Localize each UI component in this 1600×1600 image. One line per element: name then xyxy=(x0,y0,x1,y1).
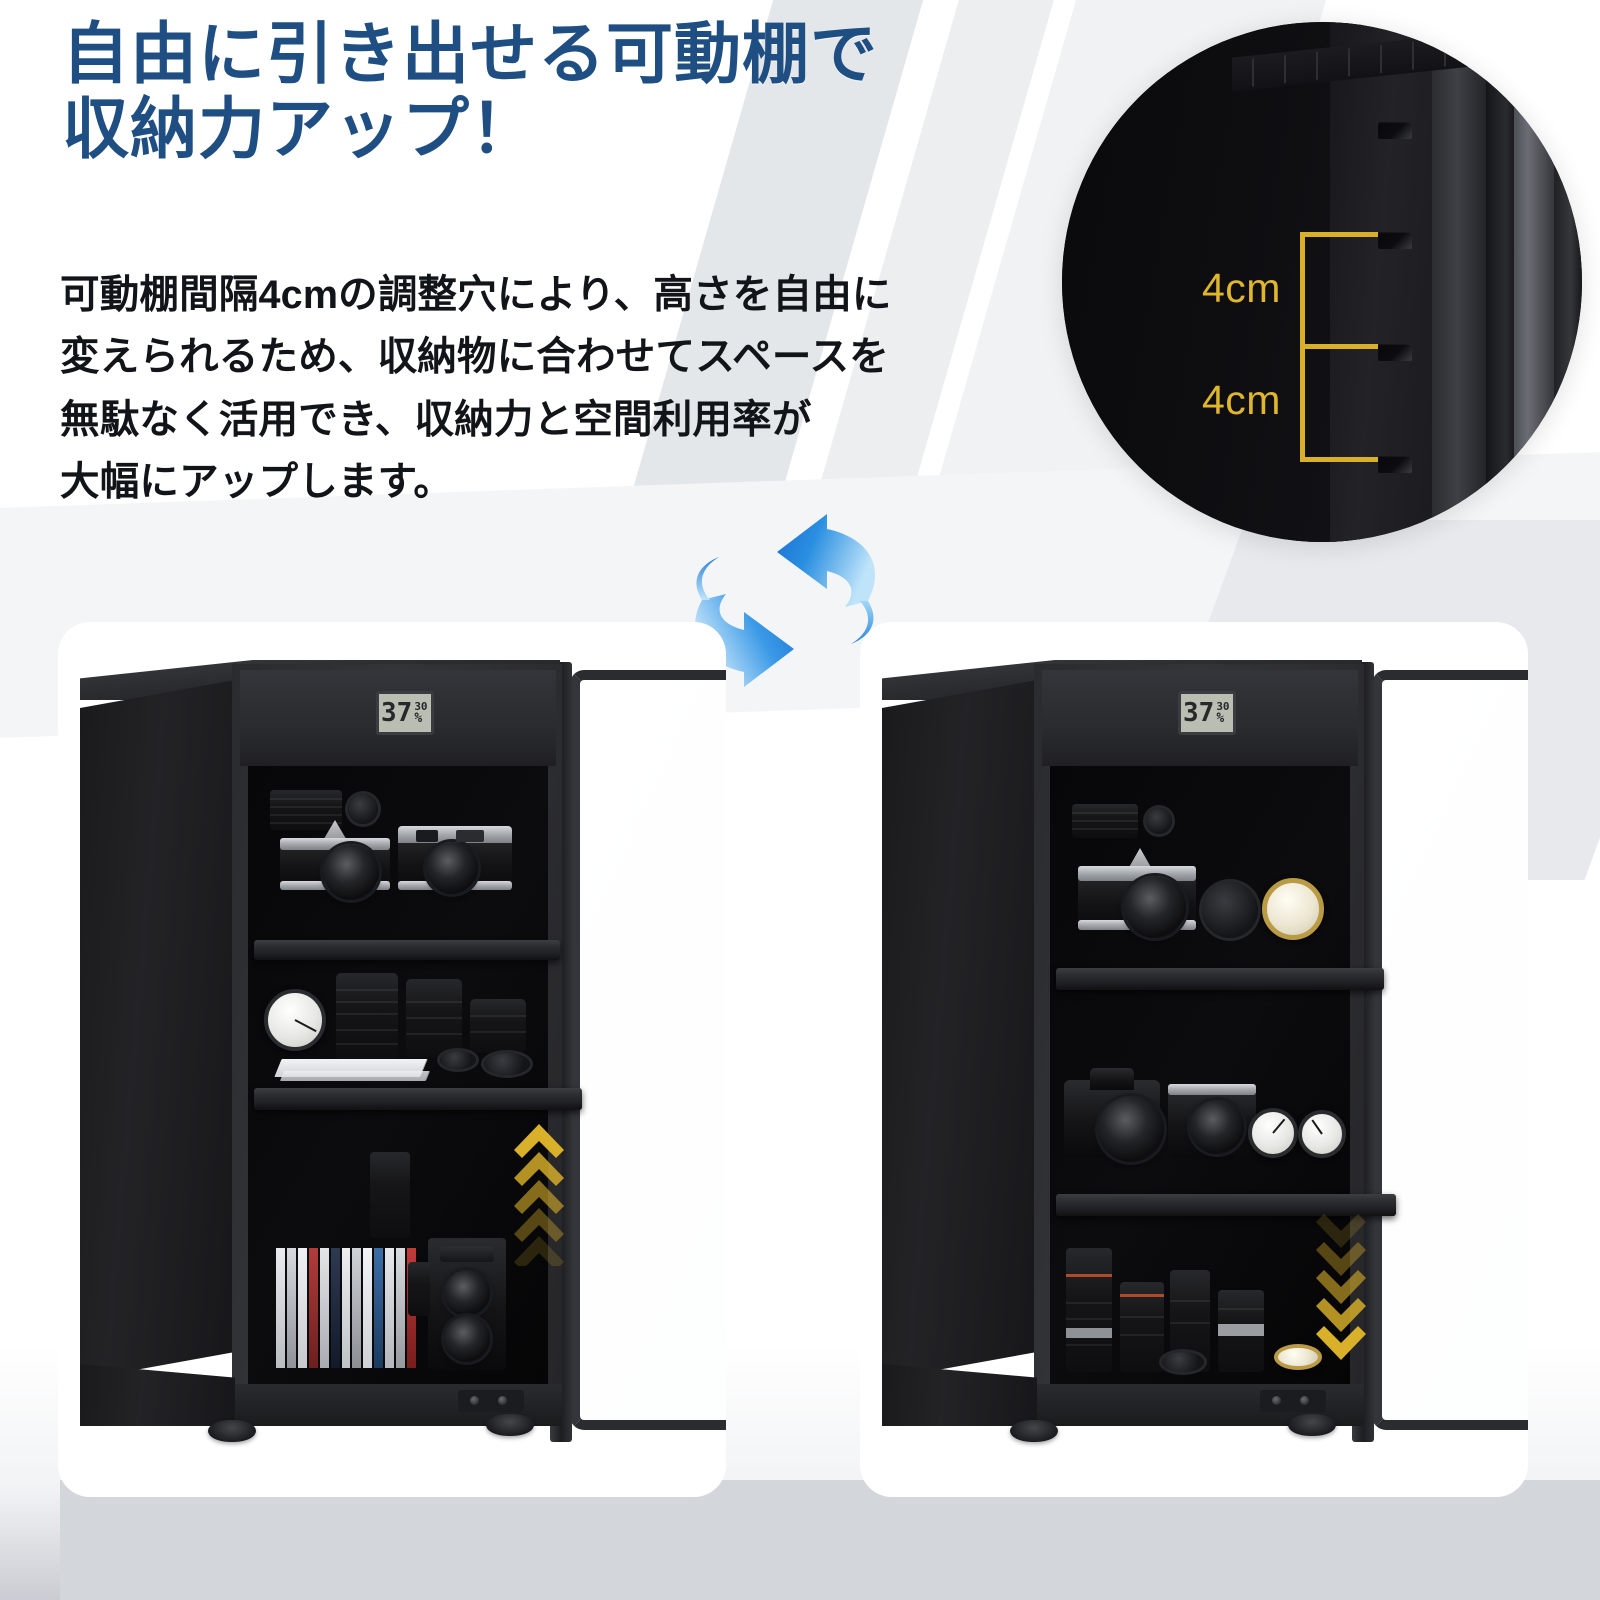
humidity-unit: % xyxy=(414,711,423,726)
chevron-up-indicator xyxy=(510,1114,568,1270)
humidity-unit: % xyxy=(1216,711,1225,726)
shelf-contents-top xyxy=(1050,800,1350,968)
humidity-value: 37 xyxy=(381,698,413,728)
cabinet-side-panel xyxy=(882,680,1037,1380)
desk-clock xyxy=(1262,878,1324,940)
shelf-contents-top xyxy=(248,782,548,942)
pullout-shelf-top[interactable] xyxy=(1056,968,1384,990)
leveling-foot xyxy=(208,1420,256,1442)
swap-arrows-icon xyxy=(655,505,915,695)
measure-label-bottom: 4cm xyxy=(1202,377,1281,423)
measurement-bracket xyxy=(1062,22,1582,542)
glass-door xyxy=(1372,670,1528,1430)
headline-line-2: 収納力アップ！ xyxy=(62,93,538,168)
product-photo-card-narrow: 37 30 % xyxy=(58,622,726,1497)
adjustment-hole xyxy=(1378,122,1412,139)
shelf-contents-bottom xyxy=(248,1142,548,1384)
hygrometer-lcd: 37 30 % xyxy=(1181,694,1233,732)
leveling-foot xyxy=(486,1414,534,1436)
lens-cap-gold xyxy=(1274,1344,1322,1370)
headline-line-1: 自由に引き出せる可動棚で xyxy=(62,18,878,92)
door-latch xyxy=(458,1390,524,1412)
adjustment-hole xyxy=(1378,232,1412,249)
desk-clock xyxy=(1248,1108,1298,1158)
adjustment-hole xyxy=(1378,456,1412,473)
measure-label-top: 4cm xyxy=(1202,265,1281,311)
hygrometer-gauge xyxy=(264,989,326,1051)
door-latch xyxy=(1260,1390,1326,1412)
shelf-hole-closeup-photo: 4cm 4cm xyxy=(1062,22,1582,542)
hygrometer-display: 37 30 % xyxy=(376,691,434,735)
adjustment-hole xyxy=(1378,344,1412,361)
shelf-contents-middle xyxy=(248,967,548,1092)
temperature-value: 30 xyxy=(414,700,428,713)
pullout-shelf-top[interactable] xyxy=(254,940,560,960)
leveling-foot xyxy=(1010,1420,1058,1442)
hygrometer-display: 37 30 % xyxy=(1178,691,1236,735)
shelf-contents-bottom xyxy=(1050,1234,1350,1384)
temperature-value: 30 xyxy=(1216,700,1230,713)
shelf-contents-middle xyxy=(1050,1052,1350,1200)
disc-case xyxy=(279,1071,431,1081)
pullout-shelf-middle[interactable] xyxy=(254,1088,582,1110)
desk-clock xyxy=(1298,1110,1346,1158)
product-photo-card-wide: 37 30 % xyxy=(860,622,1528,1497)
cabinet-base-side xyxy=(80,1364,235,1426)
description-line-1: 可動棚間隔4cmの調整穴により、高さを自由に xyxy=(60,273,892,317)
description-line-3: 無駄なく活用でき、収納力と空間利用率が xyxy=(60,397,812,442)
hygrometer-lcd: 37 30 % xyxy=(379,694,431,732)
description-line-4: 大幅にアップします。 xyxy=(60,460,454,505)
chevron-down-indicator xyxy=(1312,1210,1370,1362)
cabinet-side-panel xyxy=(80,680,235,1380)
description-text: 可動棚間隔4cmの調整穴により、高さを自由に 変えられるため、収納物に合わせてス… xyxy=(60,264,1050,514)
glass-door xyxy=(570,670,726,1430)
lens-filter xyxy=(1202,882,1258,938)
leveling-foot xyxy=(1288,1414,1336,1436)
pullout-shelf-middle[interactable] xyxy=(1056,1194,1396,1216)
description-line-2: 変えられるため、収納物に合わせてスペースを xyxy=(60,335,889,380)
telephoto-lens xyxy=(1066,1248,1112,1372)
page-title: 自由に引き出せる可動棚で 収納力アップ！ xyxy=(62,18,1042,168)
cabinet-base-side xyxy=(882,1364,1037,1426)
humidity-value: 37 xyxy=(1183,698,1215,728)
